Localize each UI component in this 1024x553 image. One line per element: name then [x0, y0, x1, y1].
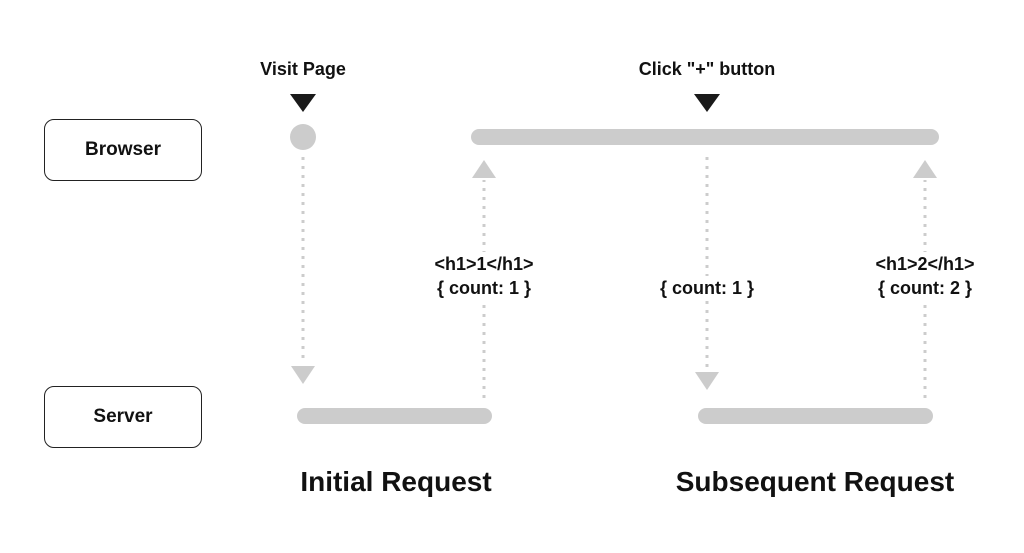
subsequent-response-arrowhead-icon: [913, 160, 937, 178]
subsequent-request-label: { count: 1 }: [642, 276, 772, 300]
initial-response-label: <h1>1</h1> { count: 1 }: [424, 252, 544, 300]
server-lane-box: Server: [44, 386, 202, 448]
server-lane-label: Server: [93, 406, 153, 427]
initial-response-html: <h1>1</h1>: [434, 254, 534, 274]
visit-marker-icon: [290, 94, 316, 112]
subsequent-request-arrowhead-icon: [695, 372, 719, 390]
subsequent-response-html: <h1>2</h1>: [875, 254, 975, 274]
click-marker-icon: [694, 94, 720, 112]
browser-lane-box: Browser: [44, 119, 202, 181]
click-button-label: Click "+" button: [638, 59, 776, 79]
subsequent-request-title: Subsequent Request: [675, 466, 955, 497]
visit-page-label: Visit Page: [260, 59, 346, 79]
browser-lane-label: Browser: [84, 139, 162, 160]
browser-start-dot: [290, 124, 316, 150]
initial-request-arrowhead-icon: [291, 366, 315, 384]
subsequent-response-state: { count: 2 }: [877, 278, 972, 298]
subsequent-response-label: <h1>2</h1> { count: 2 }: [862, 252, 988, 300]
initial-response-state: { count: 1 }: [436, 278, 531, 298]
initial-response-arrowhead-icon: [472, 160, 496, 178]
subsequent-request-state: { count: 1 }: [659, 278, 754, 298]
initial-request-title: Initial Request: [300, 466, 492, 497]
